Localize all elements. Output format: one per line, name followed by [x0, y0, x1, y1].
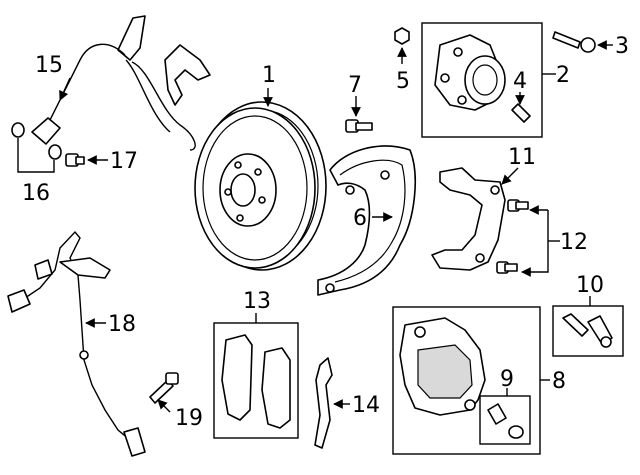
callout-18: 18 — [108, 312, 136, 337]
hub-nut — [394, 27, 410, 45]
callout-8: 8 — [552, 369, 566, 394]
bleeder-screws — [487, 403, 524, 439]
callout-12: 12 — [560, 230, 588, 255]
guide-pins — [562, 313, 613, 348]
anti-rattle-clip — [314, 357, 333, 449]
callout-7: 7 — [348, 73, 362, 98]
callout-3: 3 — [615, 34, 629, 59]
abs-sensor-wire — [7, 230, 146, 457]
wheel-stud — [511, 103, 531, 123]
guide-pin-box — [552, 305, 624, 357]
wheel-hub — [434, 34, 506, 111]
callout-10: 10 — [576, 273, 604, 298]
callout-11: 11 — [508, 145, 536, 170]
callout-6: 6 — [353, 206, 367, 231]
bleeder-box — [479, 395, 531, 445]
brake-caliper — [399, 317, 486, 416]
shield-bolt — [345, 119, 373, 133]
callout-2: 2 — [556, 63, 570, 88]
callout-9: 9 — [500, 367, 514, 392]
hub-assembly-box — [421, 22, 543, 138]
washer-lower — [48, 144, 62, 160]
callout-19: 19 — [175, 406, 203, 431]
callout-4: 4 — [513, 69, 527, 94]
callout-14: 14 — [352, 393, 380, 418]
splash-shield — [317, 145, 416, 296]
callout-1: 1 — [262, 63, 276, 88]
callout-5: 5 — [396, 69, 410, 94]
bracket-bolt-lower — [496, 261, 518, 274]
leader-lines — [17, 40, 613, 413]
callout-13: 13 — [243, 289, 271, 314]
sensor-bolt — [149, 372, 179, 404]
callout-15: 15 — [35, 53, 63, 78]
brake-hose — [31, 15, 211, 151]
callout-16: 16 — [22, 181, 50, 206]
hub-bolt — [552, 31, 596, 53]
bracket-bolt-upper — [507, 199, 529, 212]
caliper-bracket — [431, 167, 506, 271]
brake-pads — [221, 334, 291, 429]
brake-rotor — [194, 101, 327, 271]
callout-17: 17 — [110, 149, 138, 174]
washer-upper — [11, 122, 25, 138]
hose-bolt — [65, 153, 85, 167]
